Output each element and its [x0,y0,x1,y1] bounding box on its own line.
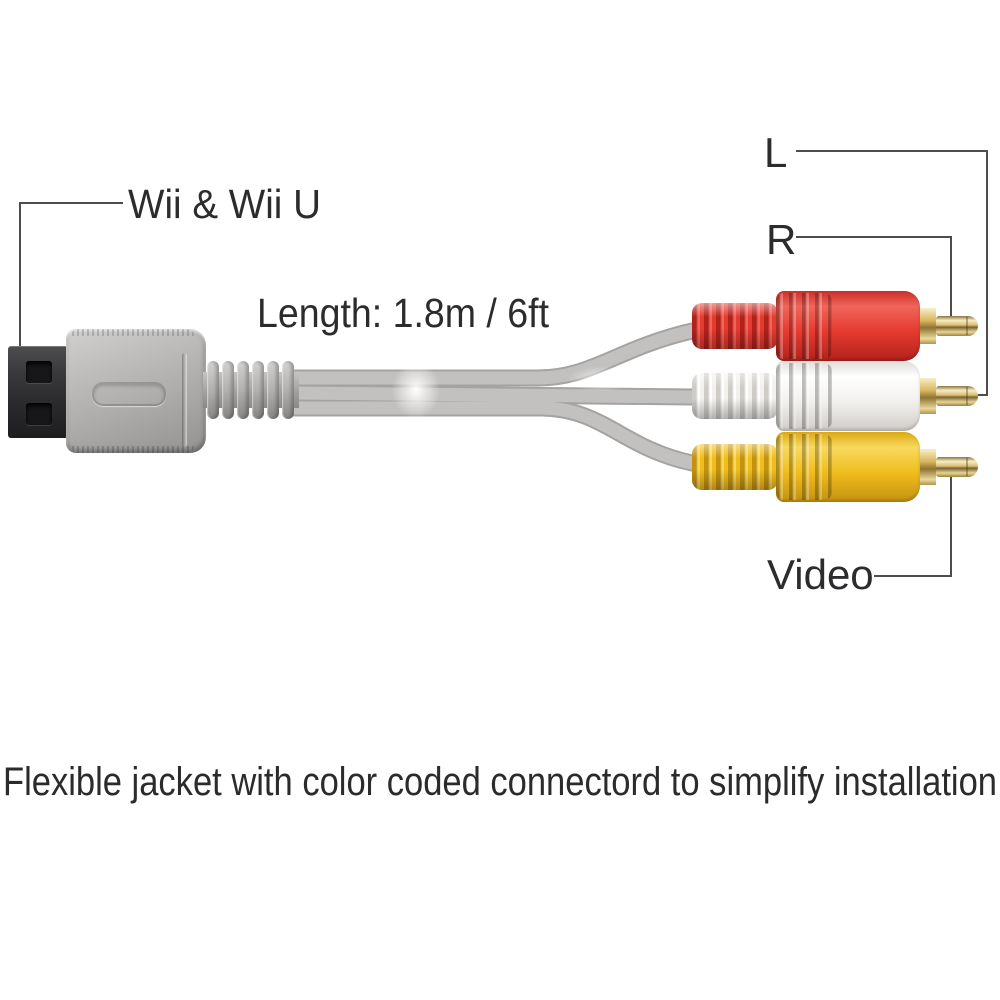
rca-yellow-barrel [776,432,920,502]
plug-notch-top [26,361,52,383]
left-audio-callout-line-horizontal [796,150,988,152]
strain-relief-rib [237,361,249,419]
plug-pill-indent [92,382,166,406]
plug-notch-bottom [26,403,52,425]
strain-relief-rib [267,361,279,419]
console-callout-line-vertical [19,202,21,372]
left-audio-callout-line-tip [968,394,988,396]
rca-connector-red-right-audio [690,291,982,361]
rca-red-gold-pin [936,316,978,336]
plug-groove [182,353,187,447]
rca-red-barrel [776,291,920,361]
caption-text: Flexible jacket with color coded connect… [3,760,997,804]
wii-av-plug-body [66,329,206,453]
video-label: Video [767,551,874,598]
video-callout-line-vertical [950,468,952,577]
rca-connector-yellow-video [690,432,982,502]
strain-relief-rib [222,361,234,419]
rca-white-boot [692,373,778,419]
rca-white-barrel [776,361,920,431]
console-callout-line-horizontal [19,202,123,204]
rca-yellow-gold-pin [936,457,978,477]
wii-av-plug-dark [8,346,68,438]
rca-yellow-boot [692,444,778,490]
video-callout-line-horizontal [874,575,952,577]
right-audio-callout-line-vertical [950,236,952,316]
strain-relief-rib [207,361,219,419]
strain-relief-rib [282,361,294,419]
console-compatibility-label: Wii & Wii U [128,181,321,227]
right-audio-label: R [766,216,797,263]
cable-length-label: Length: 1.8m / 6ft [257,290,549,336]
strain-relief-rib [252,361,264,419]
rca-yellow-gold-collar [920,449,936,485]
rca-red-gold-collar [920,308,936,344]
left-audio-callout-line-vertical [986,150,988,396]
rca-white-gold-collar [920,378,936,414]
right-audio-callout-line-horizontal [796,236,952,238]
rca-white-gold-pin [936,386,978,406]
left-audio-label: L [764,129,788,176]
rca-connector-white-left-audio [690,361,982,431]
rca-red-boot [692,303,778,349]
